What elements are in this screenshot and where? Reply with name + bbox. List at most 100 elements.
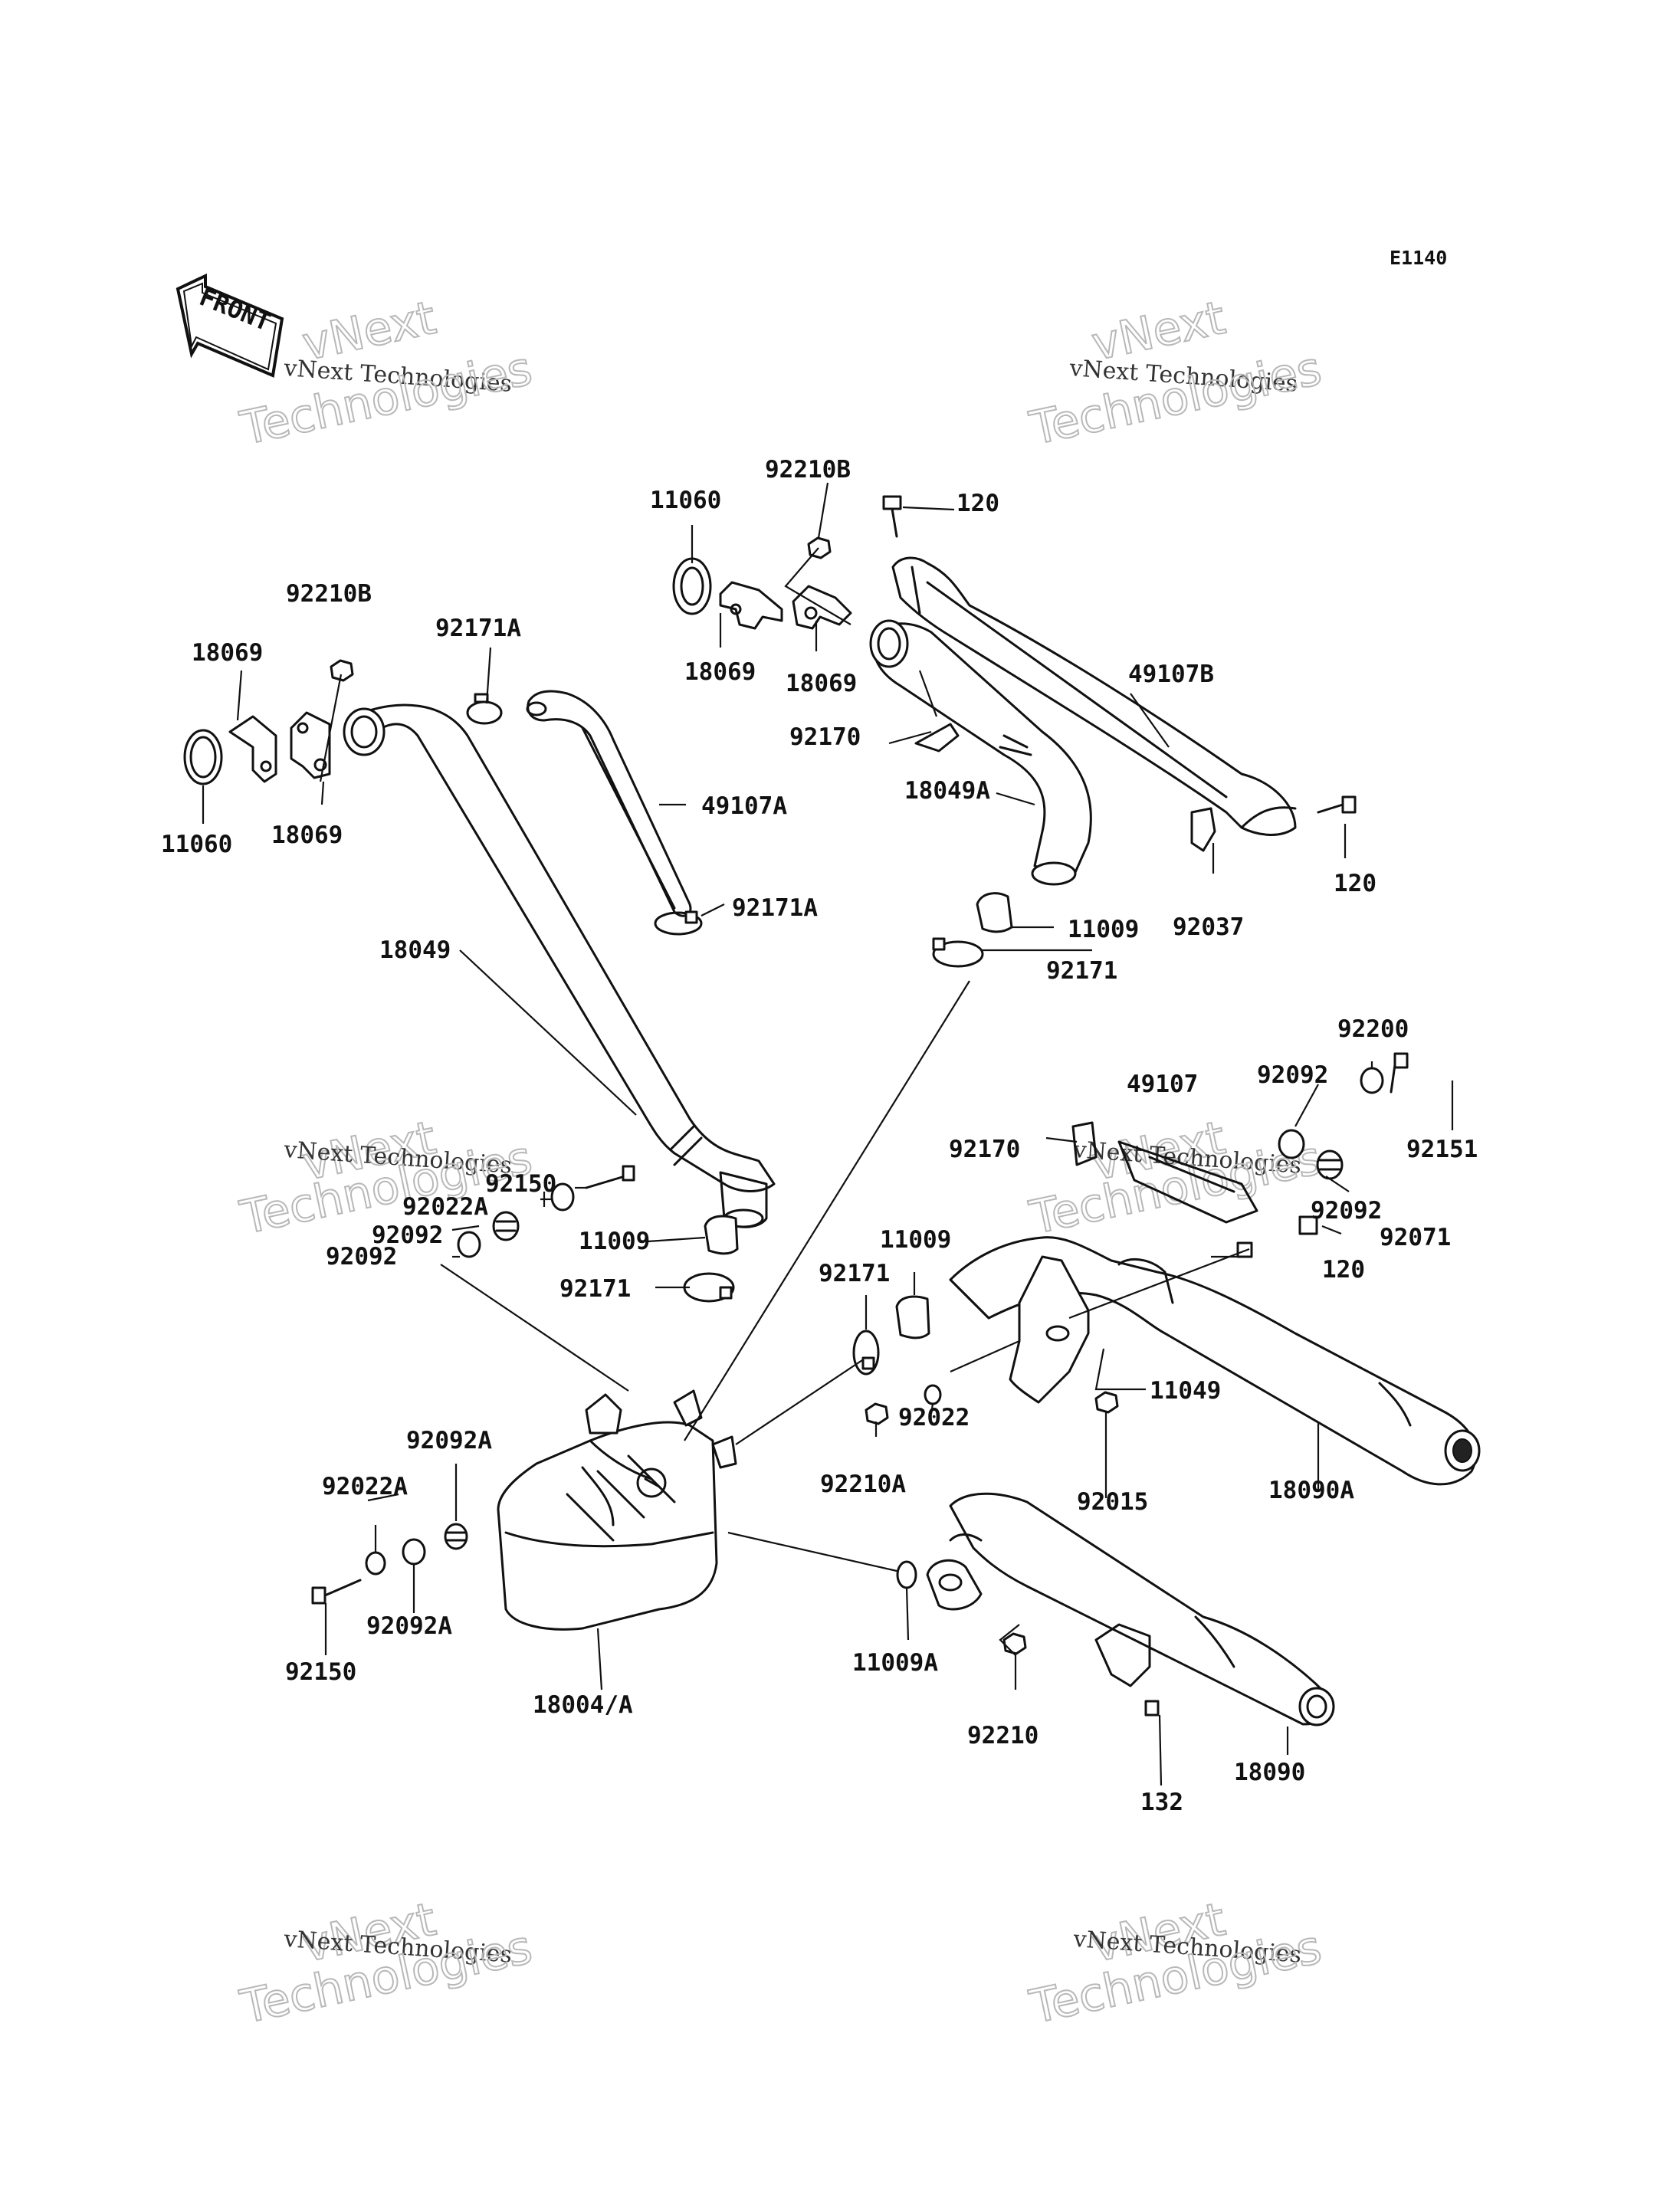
bracket-92037: [1190, 807, 1216, 852]
nut-92210: [1002, 1632, 1027, 1655]
label-18069-left-top: 18069: [192, 639, 263, 667]
joint-11009-left: [704, 1215, 739, 1255]
grommet-92092-a: [492, 1211, 520, 1241]
label-132: 132: [1140, 1789, 1183, 1816]
watermark-top-right: vNext vNext Technologies Technologies: [1025, 290, 1327, 457]
label-18049a: 18049A: [904, 777, 990, 805]
label-18090: 18090: [1234, 1759, 1305, 1786]
muffler-18004a: [497, 1389, 737, 1631]
joint-11009-top: [976, 892, 1013, 933]
bracket-11049: [1009, 1255, 1090, 1404]
exhaust-pipe-18049: [343, 703, 776, 1228]
label-49107b: 49107B: [1128, 661, 1214, 688]
label-11009-middle: 11009: [880, 1226, 951, 1254]
label-92171a-top: 92171A: [435, 615, 521, 642]
heat-shield-49107b: [891, 556, 1297, 836]
label-49107: 49107: [1127, 1071, 1198, 1098]
clamp-92171-middle: [852, 1330, 880, 1376]
label-18069-mid-a: 18069: [684, 658, 756, 686]
label-92150-top: 92150: [485, 1170, 556, 1198]
nut-92210b-left: [330, 659, 354, 682]
gasket-11060-left: [183, 729, 223, 785]
washer-92022a-top: [550, 1182, 575, 1212]
svg-text:Technologies: Technologies: [236, 342, 537, 456]
front-arrow-icon: FRONT: [176, 273, 284, 378]
washer-92022a-bottom: [365, 1551, 386, 1576]
gasket-11009a: [896, 1560, 917, 1589]
label-11009-top: 11009: [1068, 916, 1139, 943]
grommet-92092a-bottom: [402, 1538, 426, 1566]
muffler-18090a: [949, 1236, 1481, 1486]
label-11009-left: 11009: [579, 1228, 650, 1255]
bolt-120-top: [882, 495, 902, 538]
flange-18090: [926, 1559, 983, 1611]
label-92071: 92071: [1380, 1224, 1451, 1251]
label-92092-right-bottom: 92092: [1311, 1197, 1382, 1225]
bolt-92150-bottom: [311, 1579, 362, 1605]
bracket-18090: [1094, 1623, 1151, 1687]
label-11060-left: 11060: [161, 831, 232, 858]
label-11060-top: 11060: [650, 487, 721, 514]
bolt-132: [1144, 1700, 1160, 1717]
label-11049: 11049: [1150, 1377, 1221, 1405]
heat-shield-49107: [1117, 1140, 1258, 1224]
label-18090a: 18090A: [1268, 1477, 1354, 1504]
label-92092-top-right: 92092: [1257, 1061, 1328, 1089]
diagram-code: E1140: [1390, 247, 1447, 269]
label-92210: 92210: [967, 1722, 1039, 1749]
label-92037: 92037: [1173, 913, 1244, 941]
label-120-lower: 120: [1322, 1256, 1365, 1284]
muffler-18090: [949, 1492, 1335, 1726]
label-92092a-bottom: 92092A: [366, 1612, 452, 1640]
joint-11009-middle: [895, 1295, 930, 1340]
label-92200: 92200: [1337, 1015, 1409, 1043]
clamp-92170-bottom: [1071, 1121, 1098, 1166]
label-120-top: 120: [956, 490, 999, 517]
nut-92015: [1094, 1391, 1119, 1414]
watermark-bottom-left: vNext vNext Technologies Technologies: [235, 1892, 538, 2035]
label-92171-top: 92171: [1046, 957, 1117, 985]
nut-92210a: [865, 1402, 889, 1425]
label-92150-bottom: 92150: [285, 1658, 356, 1686]
grommet-92092a-top: [444, 1523, 468, 1550]
label-92022a-top: 92022A: [402, 1193, 488, 1221]
label-92170-top: 92170: [789, 723, 861, 751]
label-92015: 92015: [1077, 1488, 1148, 1516]
label-18049: 18049: [379, 936, 451, 964]
label-92170-bottom: 92170: [949, 1136, 1020, 1163]
bolt-92151: [1390, 1052, 1409, 1094]
watermark-top-left: vNext vNext Technologies Technologies: [235, 290, 538, 457]
watermark-mid-right: vNext vNext Technologies Technologies: [1025, 1110, 1327, 1246]
gasket-11060-right: [672, 557, 712, 615]
bolt-92150-top: [585, 1165, 635, 1189]
holder-18069-left-a: [228, 715, 277, 783]
label-92210b-top: 92210B: [765, 456, 851, 484]
label-11009a: 11009A: [852, 1649, 938, 1677]
clamp-92171-left: [683, 1272, 735, 1303]
label-18004a: 18004/A: [533, 1691, 633, 1719]
label-92092a-top: 92092A: [406, 1427, 492, 1454]
clamp-92171-top: [932, 937, 984, 968]
label-92092-left-a: 92092: [372, 1221, 443, 1249]
bolt-120-lower: [1236, 1241, 1253, 1258]
watermark-bottom-right: vNext vNext Technologies Technologies: [1025, 1892, 1327, 2035]
grommet-92092-right-b: [1316, 1149, 1344, 1180]
clamp-92170-top: [914, 723, 960, 753]
label-92171a-bottom: 92171A: [732, 894, 818, 922]
damper-92071: [1298, 1215, 1318, 1235]
holder-18069-right-a: [719, 581, 783, 630]
label-92210b-left: 92210B: [286, 580, 372, 608]
label-92092-left-b: 92092: [326, 1243, 397, 1271]
label-120-right: 120: [1334, 870, 1376, 897]
label-18069-left-bottom: 18069: [271, 821, 343, 849]
label-49107a: 49107A: [701, 792, 787, 820]
washer-92022-right: [924, 1384, 942, 1405]
washer-92200: [1360, 1067, 1384, 1094]
part-labels: 11060 92210B 120 92210B 92171A 18069 180…: [161, 456, 1478, 1816]
clamp-92171a-bottom: [654, 910, 703, 936]
label-92022a-bottom: 92022A: [322, 1473, 408, 1500]
label-18069-mid-b: 18069: [786, 670, 857, 697]
grommet-92092-b: [457, 1231, 481, 1258]
label-92151: 92151: [1406, 1136, 1478, 1163]
